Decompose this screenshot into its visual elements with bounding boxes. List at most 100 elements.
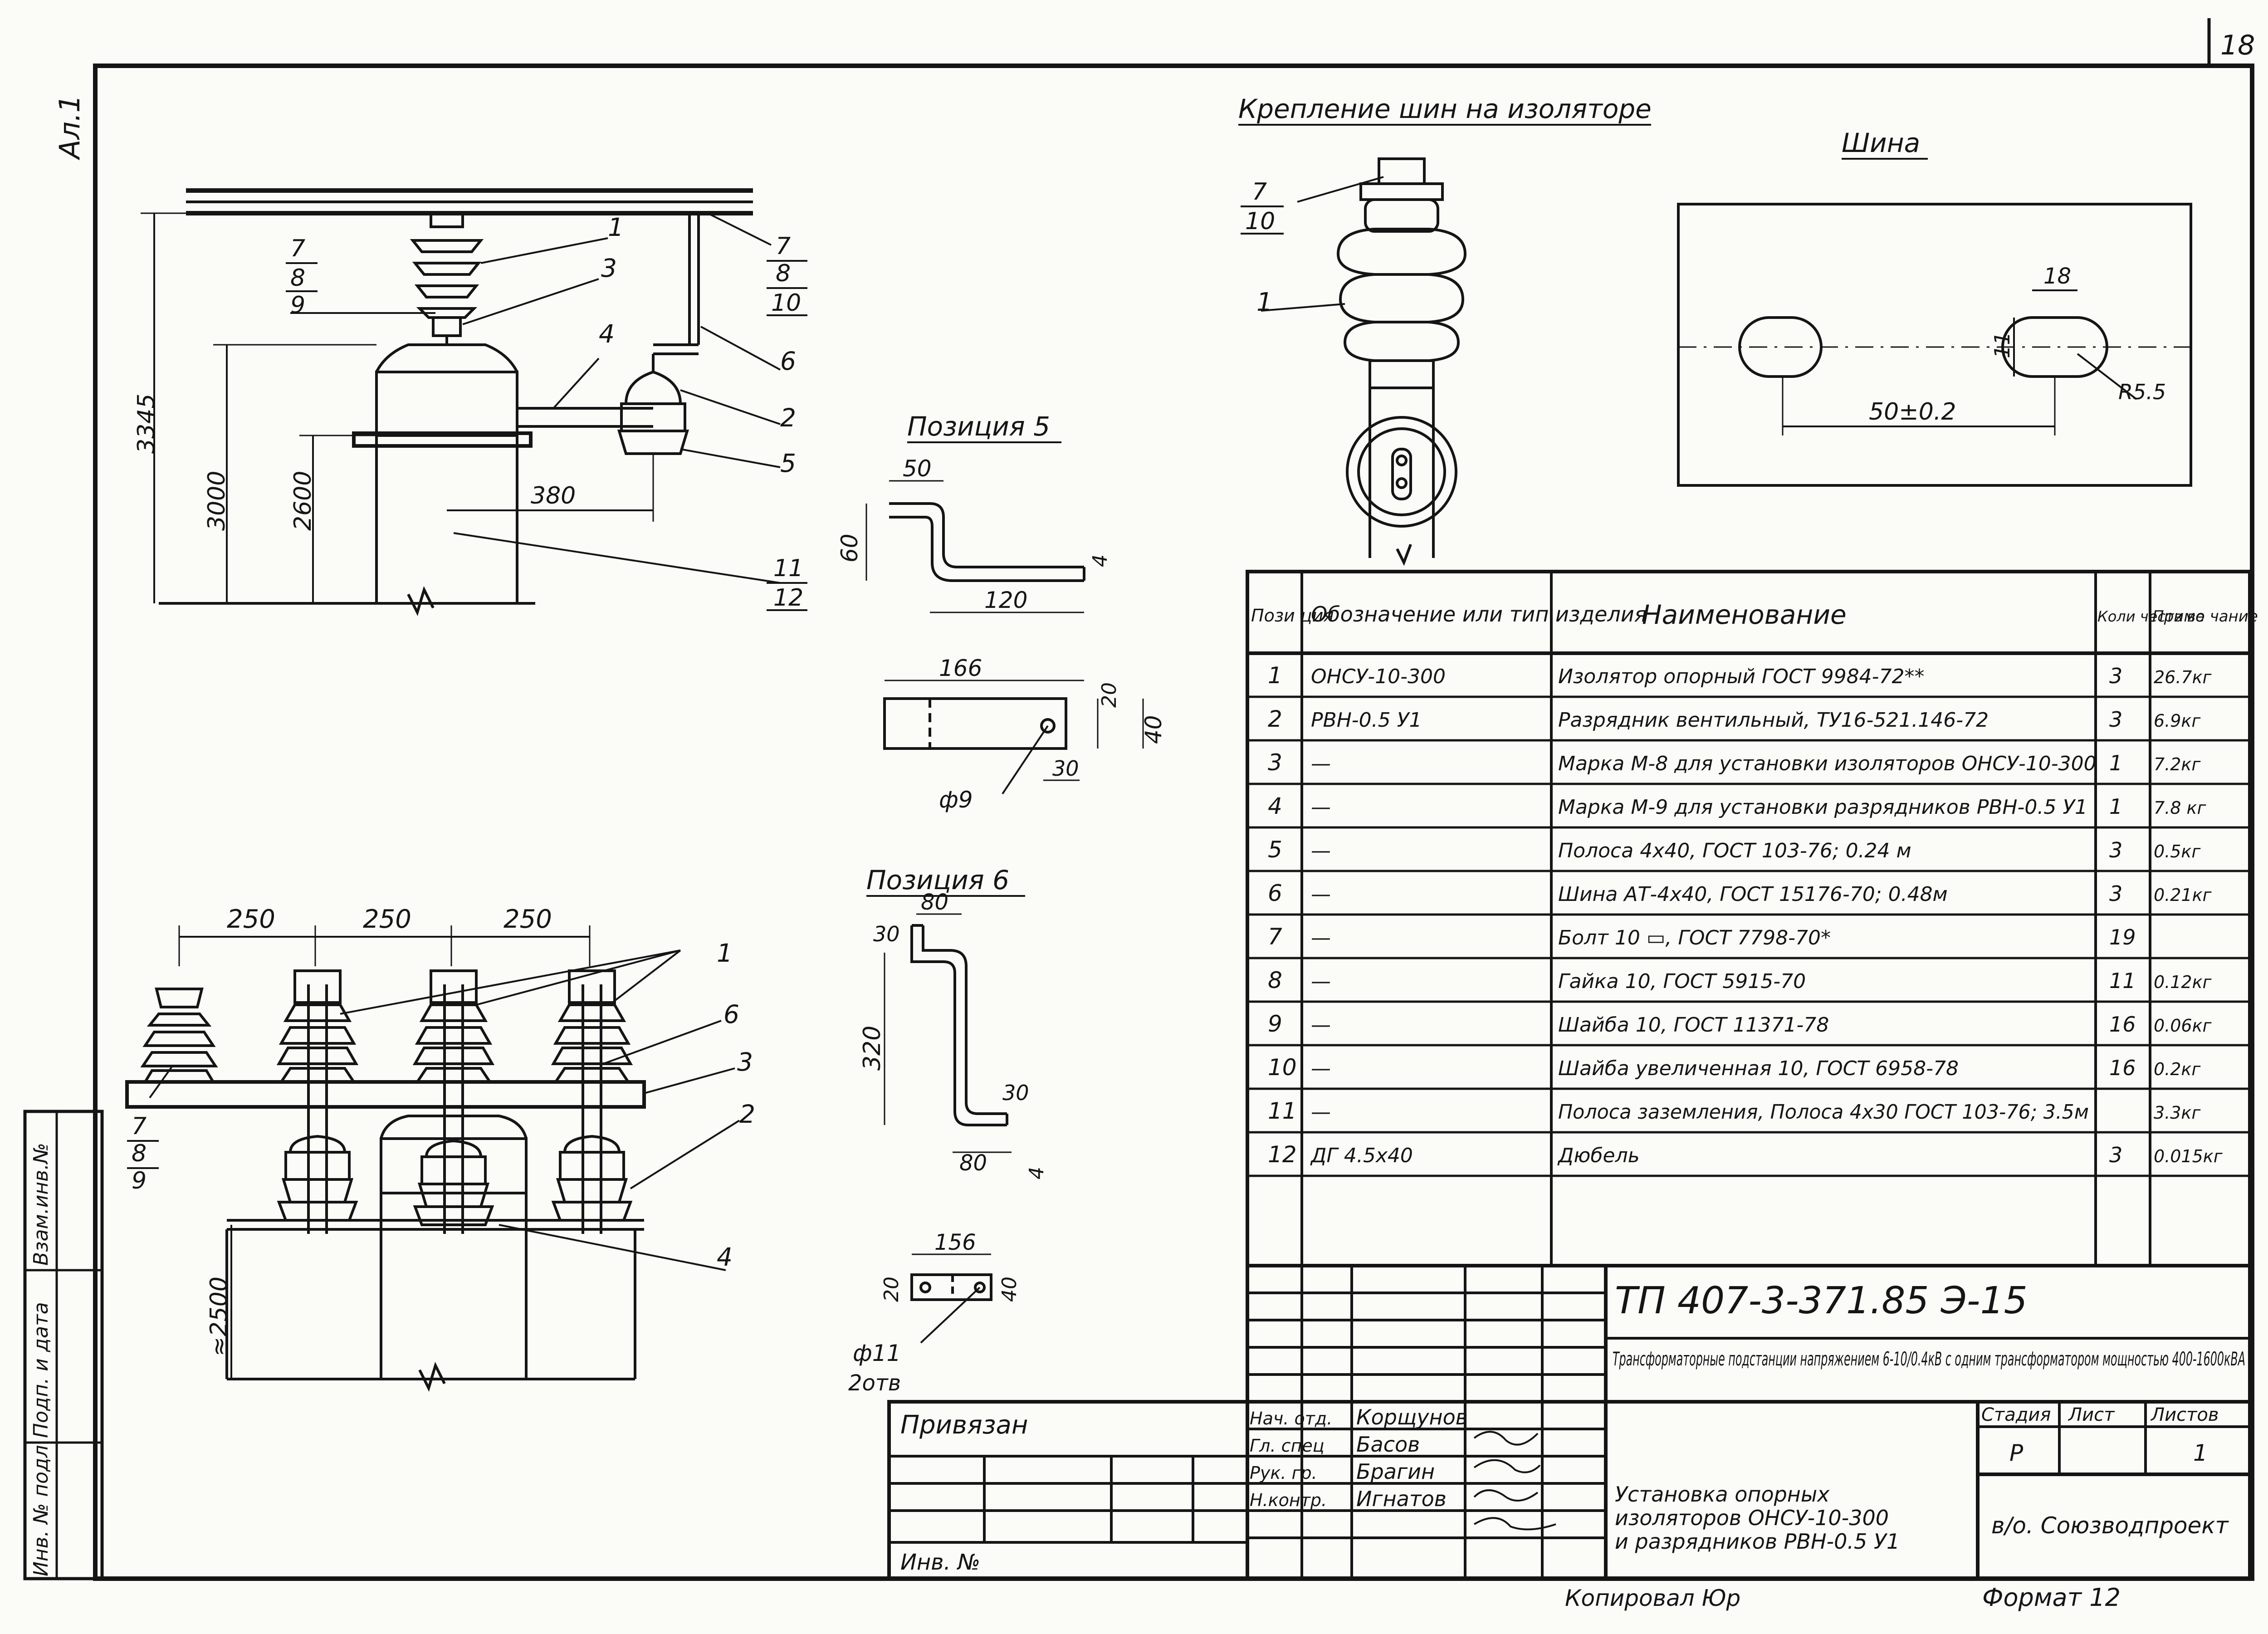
spec-cell-name: Болт 10 ▭, ГОСТ 7798-70* xyxy=(1558,926,1831,949)
spec-cell-name: Марка М-8 для установки изоляторов ОНСУ-… xyxy=(1558,752,2097,775)
project-title-line: Трансформаторные подстанции напряжением … xyxy=(1613,1348,2245,1370)
position5-plate xyxy=(883,680,1144,795)
signatures xyxy=(1473,1431,1556,1531)
spec-cell-note: 0.12кг xyxy=(2154,972,2212,992)
position6-dim-40: 40 xyxy=(998,1277,1021,1302)
plan-callout-stack: 7 8 9 xyxy=(127,1113,159,1194)
position5-dim-hole: ф9 xyxy=(939,787,973,813)
svg-text:Наименование: Наименование xyxy=(1642,599,1847,630)
spec-cell-note: 0.21кг xyxy=(2154,885,2212,905)
staff-role: Нач. отд. xyxy=(1250,1409,1332,1429)
spec-row: 1 ОНСУ-10-300 Изолятор опорный ГОСТ 9984-7… xyxy=(1268,662,2212,689)
elevation-dim-380: 380 xyxy=(531,482,576,509)
position6-profile xyxy=(884,913,1012,1153)
spec-cell-quantity: 3 xyxy=(2109,838,2122,862)
spec-cell-note: 0.06кг xyxy=(2154,1016,2212,1036)
bus-dim-radius: R5.5 xyxy=(2118,380,2166,404)
document-code: ТП 407-3-371.85 Э-15 xyxy=(1615,1279,2028,1322)
spec-cell-quantity: 1 xyxy=(2109,794,2122,819)
spec-cell-position: 12 xyxy=(1268,1141,1297,1168)
spec-cell-position: 7 xyxy=(1268,924,1282,950)
svg-text:7: 7 xyxy=(1252,178,1267,205)
spec-cell-name: Дюбель xyxy=(1557,1144,1640,1167)
svg-text:Приме чание: Приме чание xyxy=(2152,607,2258,626)
spec-cell-position: 1 xyxy=(1268,662,1282,689)
staff-role: Н.контр. xyxy=(1250,1490,1327,1510)
bus-dim-11: 11 xyxy=(1990,332,2014,358)
spec-cell-quantity: 11 xyxy=(2109,969,2136,993)
spec-cell-note: 0.015кг xyxy=(2154,1146,2223,1166)
side-stamp-replaced: Взам.инв.№ xyxy=(29,1143,53,1266)
plan-callout-3: 3 xyxy=(737,1047,753,1076)
svg-text:Пози ция: Пози ция xyxy=(1251,606,1334,626)
spec-cell-name: Полоса 4х40, ГОСТ 103-76; 0.24 м xyxy=(1558,839,1911,862)
spec-cell-designation: — xyxy=(1311,970,1331,993)
spec-cell-position: 4 xyxy=(1268,793,1282,819)
bus-mount-callout-1: 1 xyxy=(1256,288,1273,317)
position5-dim-60: 60 xyxy=(836,533,863,563)
svg-text:Обозначение или тип изделия: Обозначение или тип изделия xyxy=(1311,602,1647,626)
elevation-dim-2600: 2600 xyxy=(289,471,317,531)
spec-table-header: Пози ция Обозначение или тип изделия Наи… xyxy=(1251,599,2258,630)
spec-row: 7—Болт 10 ▭, ГОСТ 7798-70*19 xyxy=(1268,924,2136,950)
spec-cell-designation: — xyxy=(1311,1013,1331,1037)
spec-cell-designation: ДГ 4.5х40 xyxy=(1310,1144,1413,1167)
spec-cell-quantity: 3 xyxy=(2109,707,2122,732)
bus-detail xyxy=(1677,203,2192,487)
spec-row: 4—Марка М-9 для установки разрядников РВ… xyxy=(1268,793,2206,819)
elevation-callout-stack-right: 7 8 10 xyxy=(767,233,807,317)
spec-table-rows: 1 ОНСУ-10-300 Изолятор опорный ГОСТ 9984-7… xyxy=(1247,662,2250,1177)
spec-cell-name: Изолятор опорный ГОСТ 9984-72** xyxy=(1558,665,1925,688)
spec-cell-position: 11 xyxy=(1268,1098,1297,1124)
sheets-value: 1 xyxy=(2193,1440,2208,1466)
spec-cell-note: 7.8 кг xyxy=(2154,798,2206,818)
position6-dim-hole: ф11 xyxy=(853,1340,901,1366)
staff-name: Игнатов xyxy=(1356,1487,1447,1511)
svg-text:11: 11 xyxy=(773,555,803,582)
elevation-dim-3345: 3345 xyxy=(133,394,160,454)
svg-text:8: 8 xyxy=(776,260,791,287)
spec-cell-designation: — xyxy=(1311,839,1331,862)
svg-text:12: 12 xyxy=(773,584,803,612)
binding-block-grid xyxy=(887,1400,1249,1580)
elevation-dim-3000: 3000 xyxy=(203,471,230,531)
bus-mount-insulator xyxy=(1261,157,1467,566)
bus-dim-50: 50±0.2 xyxy=(1869,398,1956,426)
copied-by: Копировал Юр xyxy=(1565,1585,1740,1611)
position5-dim-50: 50 xyxy=(903,455,932,482)
position6-plate xyxy=(910,1253,992,1344)
position6-dim-20: 20 xyxy=(880,1277,903,1302)
position5-dim-40: 40 xyxy=(1140,715,1167,744)
svg-text:10: 10 xyxy=(1245,208,1275,235)
staff-role: Рук. гр. xyxy=(1250,1463,1317,1483)
position5-dim-30: 30 xyxy=(1052,756,1079,781)
svg-text:10: 10 xyxy=(771,289,801,317)
elevation-callout-1: 1 xyxy=(608,213,624,242)
spec-cell-name: Шина АТ-4х40, ГОСТ 15176-70; 0.48м xyxy=(1558,883,1948,906)
spec-cell-designation: ОНСУ-10-300 xyxy=(1311,665,1446,688)
side-stamp-inv: Инв. № подл. xyxy=(29,1438,53,1576)
spec-cell-name: Марка М-9 для установки разрядников РВН-… xyxy=(1558,796,2087,819)
elevation-callout-stack-left: 7 8 9 xyxy=(286,235,318,319)
elevation-callout-stack-bottom: 11 12 xyxy=(767,555,807,612)
svg-text:8: 8 xyxy=(290,264,305,292)
bus-title: Шина xyxy=(1842,127,1920,158)
spec-cell-note: 7.2кг xyxy=(2154,754,2201,774)
spec-cell-name: Гайка 10, ГОСТ 5915-70 xyxy=(1558,970,1806,993)
spec-cell-designation: — xyxy=(1311,1101,1331,1124)
spec-cell-position: 10 xyxy=(1268,1054,1297,1081)
svg-text:7: 7 xyxy=(132,1113,147,1140)
spec-cell-designation: — xyxy=(1311,1057,1331,1080)
staff-role: Гл. спец xyxy=(1250,1436,1325,1456)
staff-name: Басов xyxy=(1356,1432,1420,1457)
position6-dim-80-top: 80 xyxy=(921,890,948,915)
side-stamp-signed: Подп. и дата xyxy=(29,1302,53,1438)
plan-callout-6: 6 xyxy=(723,1000,739,1029)
position6-dim-80-bottom: 80 xyxy=(959,1150,987,1176)
position5-dim-166: 166 xyxy=(939,655,982,681)
spec-cell-position: 8 xyxy=(1268,967,1282,993)
